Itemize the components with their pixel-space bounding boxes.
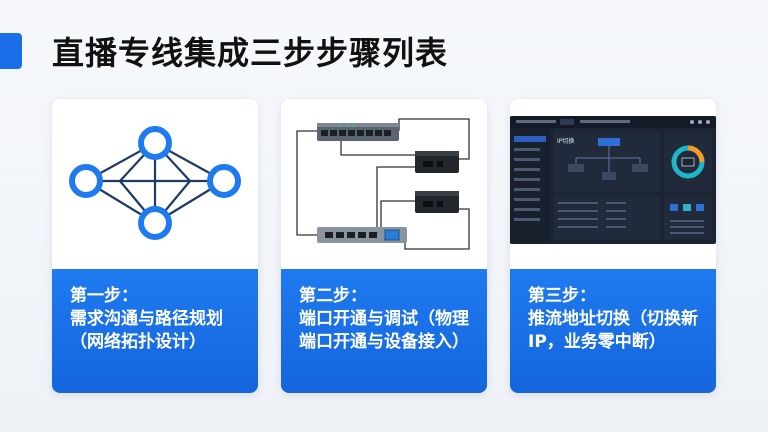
title-accent-bar [0,33,22,69]
dashboard-panel-title: IP切换 [557,138,575,145]
step-description: 端口开通与调试（物理端口开通与设备接入） [299,309,469,352]
switch-wiring-image [281,99,487,269]
step-label: 第一步： [70,286,138,306]
step-card-2: 第二步： 端口开通与调试（物理端口开通与设备接入） [281,99,487,393]
network-topology-icon [69,126,241,240]
step-label: 第二步： [299,286,367,306]
dashboard-icon [510,116,716,244]
step-description: 需求沟通与路径规划（网络拓扑设计） [70,309,223,352]
step-card-3: IP切换 第三步： 推流地址切换（切换新IP，业务零中断） [510,99,716,393]
step-description: 推流地址切换（切换新IP，业务零中断） [528,309,698,352]
network-topology-image [52,99,258,269]
step-card-1: 第一步： 需求沟通与路径规划（网络拓扑设计） [52,99,258,393]
dashboard-image: IP切换 [510,99,716,269]
step-card-3-text: 第三步： 推流地址切换（切换新IP，业务零中断） [510,269,716,393]
dashboard-screenshot: IP切换 [510,116,716,244]
switch-wiring-icon [296,118,470,250]
step-label: 第三步： [528,286,596,306]
step-card-2-text: 第二步： 端口开通与调试（物理端口开通与设备接入） [281,269,487,393]
page-title: 直播专线集成三步步骤列表 [52,34,449,72]
step-card-1-text: 第一步： 需求沟通与路径规划（网络拓扑设计） [52,269,258,393]
